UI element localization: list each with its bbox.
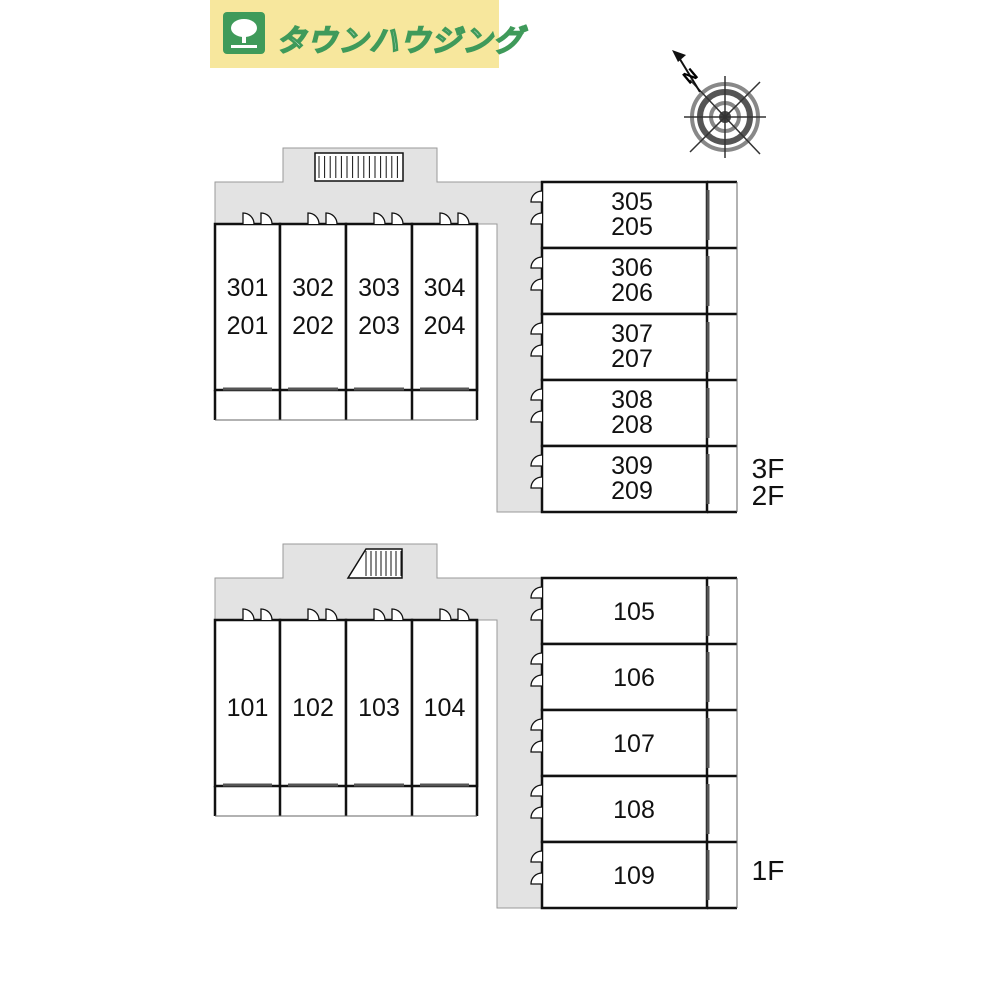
door-icon [530,190,543,203]
room [540,378,709,448]
room [410,618,479,788]
room-number: 305 [611,188,653,216]
room [344,222,414,392]
floor-label: 2F [752,480,785,511]
room-number: 201 [227,312,269,340]
room-number: 106 [613,664,655,692]
door-icon [530,806,543,819]
room [213,222,282,392]
room-number: 101 [227,694,269,722]
room-number: 207 [611,345,653,373]
room-number: 105 [613,598,655,626]
door-icon [530,454,543,467]
door-icon [325,608,338,621]
room [410,222,479,392]
room-number: 204 [424,312,466,340]
room-number: 302 [292,274,334,302]
door-icon [373,608,386,621]
door-icon [457,608,470,621]
door-icon [391,212,404,225]
door-icon [530,872,543,885]
compass-rose-icon: N [672,50,766,158]
room-number: 108 [613,796,655,824]
room-number: 309 [611,452,653,480]
door-icon [530,740,543,753]
room-number: 205 [611,213,653,241]
room-number: 307 [611,320,653,348]
door-icon [530,278,543,291]
tree-icon [223,12,265,54]
room [540,576,709,646]
door-icon [530,410,543,423]
ground-floor-block: 101 102 103 104 105 106 107 108 109 1F [213,543,785,910]
logo-text: タウンハウジング [275,24,524,59]
floor-label: 1F [752,855,785,886]
door-icon [530,212,543,225]
room-number: 301 [227,274,269,302]
room-number: 306 [611,254,653,282]
room-number: 303 [358,274,400,302]
door-icon [530,344,543,357]
room [540,444,709,514]
room-number: 203 [358,312,400,340]
door-icon [530,652,543,665]
room-number: 107 [613,730,655,758]
door-icon [457,212,470,225]
room-number: 208 [611,411,653,439]
room [278,222,348,392]
door-icon [242,212,255,225]
room [540,180,709,250]
room [540,642,709,712]
door-icon [530,608,543,621]
stairs [346,548,403,579]
stairs [314,152,404,182]
door-icon [530,388,543,401]
room-number: 308 [611,386,653,414]
door-icon [391,608,404,621]
door-icon [530,476,543,489]
door-icon [242,608,255,621]
door-icon [439,608,452,621]
door-icon [530,718,543,731]
door-icon [325,212,338,225]
room-number: 209 [611,477,653,505]
door-icon [530,256,543,269]
room-number: 202 [292,312,334,340]
door-icon [260,608,273,621]
door-icon [530,850,543,863]
room-number: 103 [358,694,400,722]
upper-floor-block: 3012013022023032033042043052053062063072… [213,147,785,514]
north-label: N [679,64,702,88]
door-icon [530,586,543,599]
door-icon [260,212,273,225]
door-icon [530,674,543,687]
door-icon [373,212,386,225]
room-number: 206 [611,279,653,307]
room-number: 104 [424,694,466,722]
room-number: 102 [292,694,334,722]
room-number: 109 [613,862,655,890]
door-icon [439,212,452,225]
door-icon [307,608,320,621]
door-icon [530,322,543,335]
room-number: 304 [424,274,466,302]
door-icon [307,212,320,225]
floor-label: 3F [752,453,785,484]
door-icon [530,784,543,797]
